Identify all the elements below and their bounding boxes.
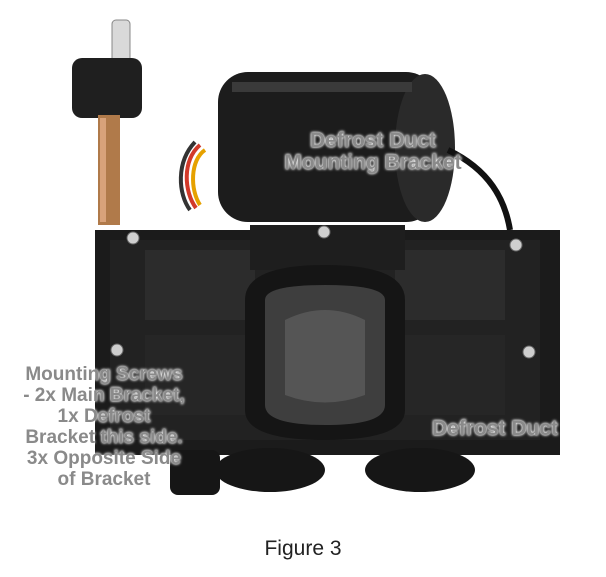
water-valve xyxy=(72,19,142,225)
label-line: 3x Opposite Side xyxy=(26,448,182,469)
blower-motor xyxy=(218,72,455,222)
label-line: - 2x Main Bracket, xyxy=(23,385,185,406)
heater-unit-photo xyxy=(72,19,560,495)
label-line: 1x Defrost xyxy=(57,406,151,427)
defrost-duct xyxy=(245,265,405,440)
label-line: Mounting Screws xyxy=(25,364,183,385)
outlet-ports xyxy=(170,448,475,495)
figure-caption: Figure 3 xyxy=(264,537,342,560)
label-line: Mounting Bracket xyxy=(284,151,462,174)
label-defrost-duct: Defrost Duct xyxy=(410,418,580,440)
label-line: Defrost Duct xyxy=(431,417,558,440)
label-line: of Bracket xyxy=(57,469,151,490)
motor-wires xyxy=(178,140,513,231)
label-mounting-screws: Mounting Screws - 2x Main Bracket, 1x De… xyxy=(4,364,204,490)
label-defrost-duct-mounting-bracket: Defrost Duct Mounting Bracket xyxy=(255,130,491,174)
label-line: Bracket this side. xyxy=(25,427,183,448)
label-line: Defrost Duct xyxy=(309,129,436,152)
mounting-screws xyxy=(110,225,536,359)
